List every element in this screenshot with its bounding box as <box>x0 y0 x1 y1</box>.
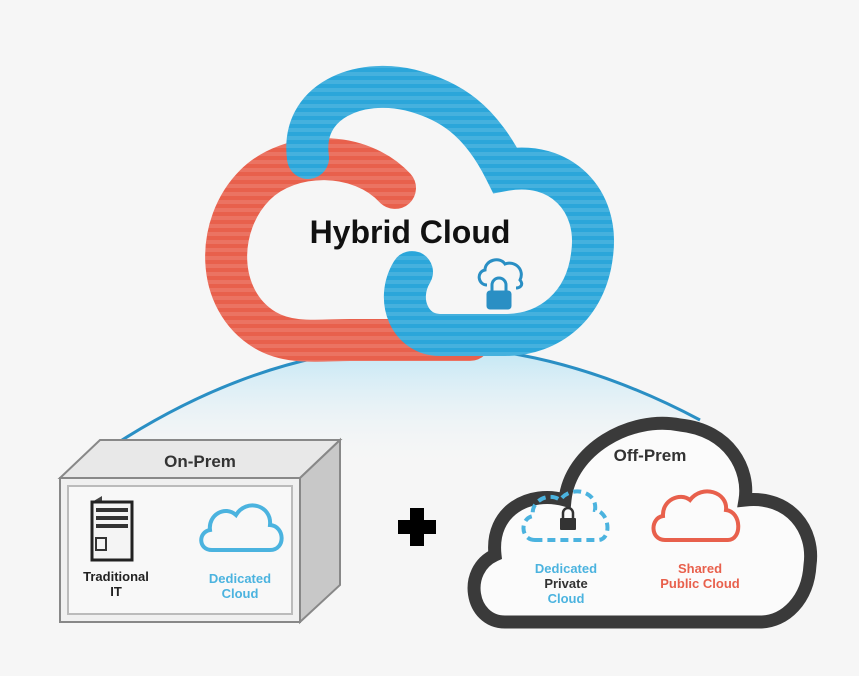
public-cloud-label: Shared Public Cloud <box>640 561 760 592</box>
dedicated-cloud-icon <box>199 503 284 552</box>
public-cloud-icon <box>651 489 741 542</box>
hybrid-cloud-title: Hybrid Cloud <box>309 214 511 250</box>
public-cloud-line2: Public Cloud <box>660 575 740 591</box>
traditional-it-line1: Traditional <box>83 569 149 584</box>
off-prem-cloud <box>467 416 818 629</box>
hybrid-cloud-icon <box>205 65 614 362</box>
private-cloud-line3: Cloud <box>547 590 585 606</box>
lock-icon <box>560 506 576 530</box>
plus-icon <box>398 508 436 546</box>
traditional-it-label: Traditional IT <box>66 569 166 600</box>
dedicated-cloud-line2: Cloud <box>221 585 259 601</box>
private-cloud-icon <box>521 489 610 542</box>
private-cloud-line1: Dedicated <box>534 561 598 576</box>
private-cloud-line2: Private <box>544 575 588 591</box>
dedicated-cloud-label: Dedicated Cloud <box>190 571 290 602</box>
private-cloud-label: Dedicated Private Cloud <box>516 561 616 607</box>
public-cloud-line1: Shared <box>677 561 723 576</box>
on-prem-label: On-Prem <box>164 452 236 471</box>
traditional-it-line2: IT <box>110 583 122 599</box>
dedicated-cloud-line1: Dedicated <box>208 571 272 586</box>
connection-dome <box>78 345 700 470</box>
server-icon <box>90 496 134 562</box>
secure-cloud-lock-icon <box>477 258 524 310</box>
off-prem-label: Off-Prem <box>613 446 687 465</box>
